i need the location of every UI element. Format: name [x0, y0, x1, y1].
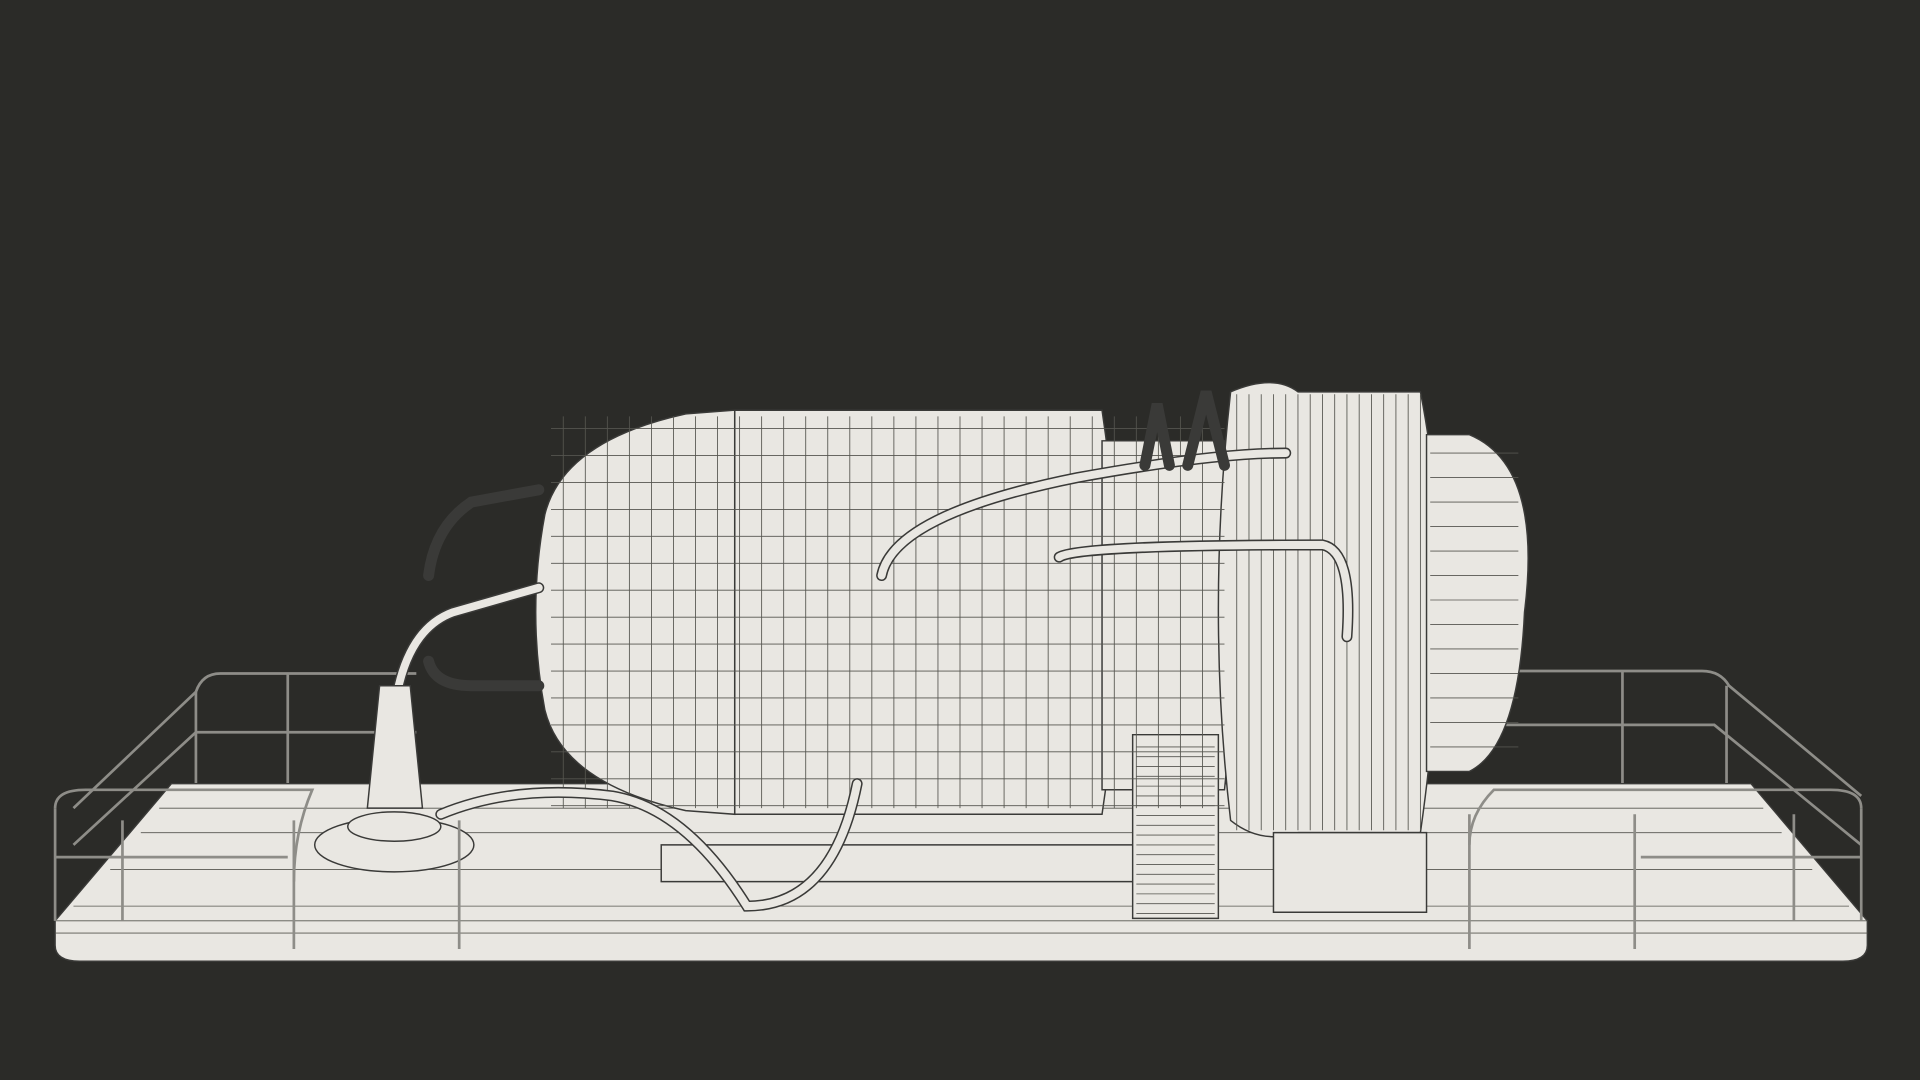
front-railing: [53, 788, 1863, 949]
main-housing: [535, 382, 1529, 920]
back-railing: [72, 669, 1863, 846]
vent-base: [313, 684, 475, 873]
mesh-lines: [551, 394, 1519, 914]
